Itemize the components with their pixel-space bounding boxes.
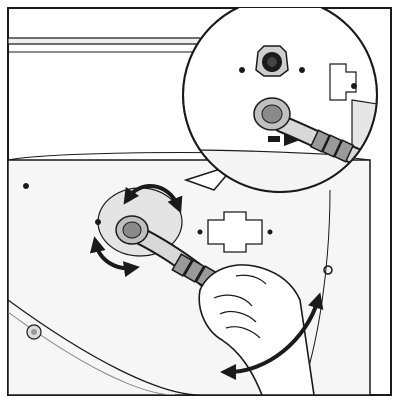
valve-fitting-upper [256,46,288,76]
